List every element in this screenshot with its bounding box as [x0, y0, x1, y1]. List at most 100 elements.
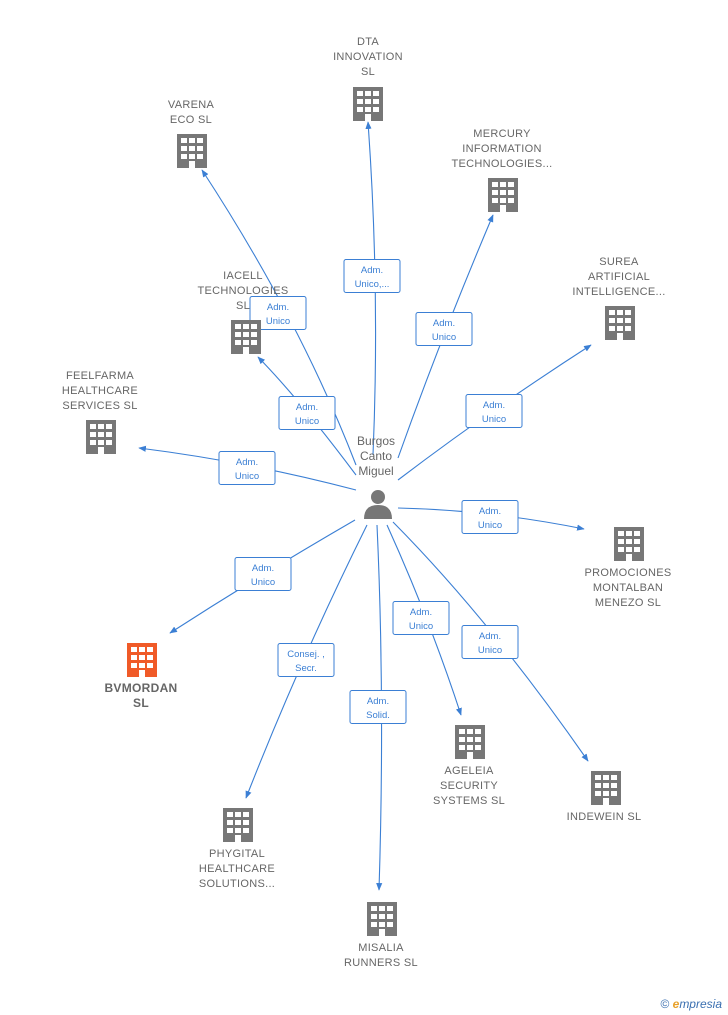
role-box-ageleia[interactable]: Adm. Unico	[392, 601, 450, 635]
company-label: SERVICES SL	[62, 400, 137, 412]
person-name-line: Miguel	[358, 464, 393, 478]
role-box-feelfarma[interactable]: Adm. Unico	[218, 451, 276, 485]
role-box-promociones[interactable]: Adm.Unico	[461, 500, 519, 534]
company-label: INFORMATION	[462, 143, 541, 155]
company-label: SL	[361, 66, 375, 78]
role-text: Adm.	[267, 302, 289, 313]
company-label: HEALTHCARE	[62, 385, 138, 397]
company-label: BVMORDAN	[104, 681, 177, 695]
building-icon	[86, 420, 116, 454]
role-text: Solid.	[366, 710, 390, 721]
role-text: Unico	[409, 621, 433, 632]
company-node-mercury[interactable]: MERCURY INFORMATION TECHNOLOGIES...	[451, 128, 552, 212]
company-label: ARTIFICIAL	[588, 271, 650, 283]
company-label: SL	[133, 696, 149, 710]
company-node-ageleia[interactable]: AGELEIA SECURITY SYSTEMS SL	[433, 725, 505, 807]
company-label: SYSTEMS SL	[433, 795, 505, 807]
role-box-frame	[465, 394, 523, 428]
company-node-indewein[interactable]: INDEWEIN SL	[567, 771, 642, 823]
company-label: PROMOCIONES	[584, 567, 671, 579]
role-text: Secr.	[295, 663, 317, 674]
role-text: Unico	[482, 414, 506, 425]
role-box-phygital[interactable]: Consej. , Secr.	[277, 643, 335, 677]
role-box-frame	[349, 690, 407, 724]
role-box-frame	[343, 259, 401, 293]
building-icon	[231, 320, 261, 354]
company-label: VARENA	[168, 99, 215, 111]
role-box-iacell[interactable]: Adm.Unico	[278, 396, 336, 430]
company-label: TECHNOLOGIES...	[451, 158, 552, 170]
role-text: Adm.	[252, 563, 274, 574]
person-name-line: Burgos	[357, 434, 395, 448]
role-box-frame	[234, 557, 292, 591]
role-box-frame	[278, 396, 336, 430]
company-label: AGELEIA	[444, 765, 494, 777]
role-text: Adm.	[410, 607, 432, 618]
company-node-misalia[interactable]: MISALIA RUNNERS SL	[344, 902, 418, 969]
role-box-bvmordan[interactable]: Adm. Unico	[234, 557, 292, 591]
role-box-frame	[277, 643, 335, 677]
building-icon	[367, 902, 397, 936]
role-text: Adm.	[483, 400, 505, 411]
building-icon	[127, 643, 157, 677]
role-box-frame	[461, 500, 519, 534]
person-icon	[364, 490, 392, 519]
company-node-feelfarma[interactable]: FEELFARMA HEALTHCARE SERVICES SL	[62, 370, 138, 454]
company-label: MENEZO SL	[595, 597, 661, 609]
role-box-mercury[interactable]: Adm. Unico	[415, 312, 473, 346]
role-box-frame	[415, 312, 473, 346]
company-node-surea[interactable]: SUREAARTIFICIALINTELLIGENCE...	[572, 256, 665, 340]
role-text: Adm.	[479, 631, 501, 642]
role-text: Adm.	[367, 696, 389, 707]
copyright-symbol: ©	[660, 997, 670, 1011]
role-box-surea[interactable]: Adm. Unico	[465, 394, 523, 428]
company-label: SOLUTIONS...	[199, 878, 275, 890]
company-label: IACELL	[223, 270, 263, 282]
role-text: Adm.	[296, 402, 318, 413]
role-text: Adm.	[479, 506, 501, 517]
role-box-varena[interactable]: Adm.Unico	[249, 296, 307, 330]
company-node-promociones[interactable]: PROMOCIONES MONTALBAN MENEZO SL	[584, 527, 671, 609]
role-box-dta[interactable]: Adm.Unico,...	[343, 259, 401, 293]
role-text: Unico	[235, 471, 259, 482]
company-label: FEELFARMA	[66, 370, 134, 382]
role-box-frame	[392, 601, 450, 635]
company-label: INNOVATION	[333, 51, 403, 63]
company-label: RUNNERS SL	[344, 957, 418, 969]
company-label: TECHNOLOGIES	[197, 285, 288, 297]
role-text: Unico	[432, 332, 456, 343]
footer-brand[interactable]: © empresia	[660, 997, 722, 1011]
role-text: Unico	[251, 577, 275, 588]
company-label: PHYGITAL	[209, 848, 265, 860]
role-text: Adm.	[236, 457, 258, 468]
person-name-line: Canto	[360, 449, 392, 463]
role-box-misalia[interactable]: Adm. Solid.	[349, 690, 407, 724]
company-node-phygital[interactable]: PHYGITALHEALTHCARESOLUTIONS...	[199, 808, 275, 890]
company-node-varena[interactable]: VARENA ECO SL	[168, 99, 215, 168]
building-icon	[614, 527, 644, 561]
company-label: MONTALBAN	[593, 582, 663, 594]
building-icon	[605, 306, 635, 340]
company-label: MISALIA	[358, 942, 404, 954]
role-text: Adm.	[433, 318, 455, 329]
role-box-frame	[249, 296, 307, 330]
company-label: MERCURY	[473, 128, 531, 140]
building-icon	[177, 134, 207, 168]
company-label: SUREA	[599, 256, 639, 268]
company-label: SECURITY	[440, 780, 498, 792]
role-box-frame	[218, 451, 276, 485]
role-text: Consej. ,	[287, 649, 325, 660]
company-label: ECO SL	[170, 114, 212, 126]
role-box-indewein[interactable]: Adm.Unico	[461, 625, 519, 659]
brand-logo-first: e	[672, 997, 680, 1011]
building-icon	[591, 771, 621, 805]
role-text: Unico,...	[355, 279, 390, 290]
company-label: INDEWEIN SL	[567, 811, 642, 823]
